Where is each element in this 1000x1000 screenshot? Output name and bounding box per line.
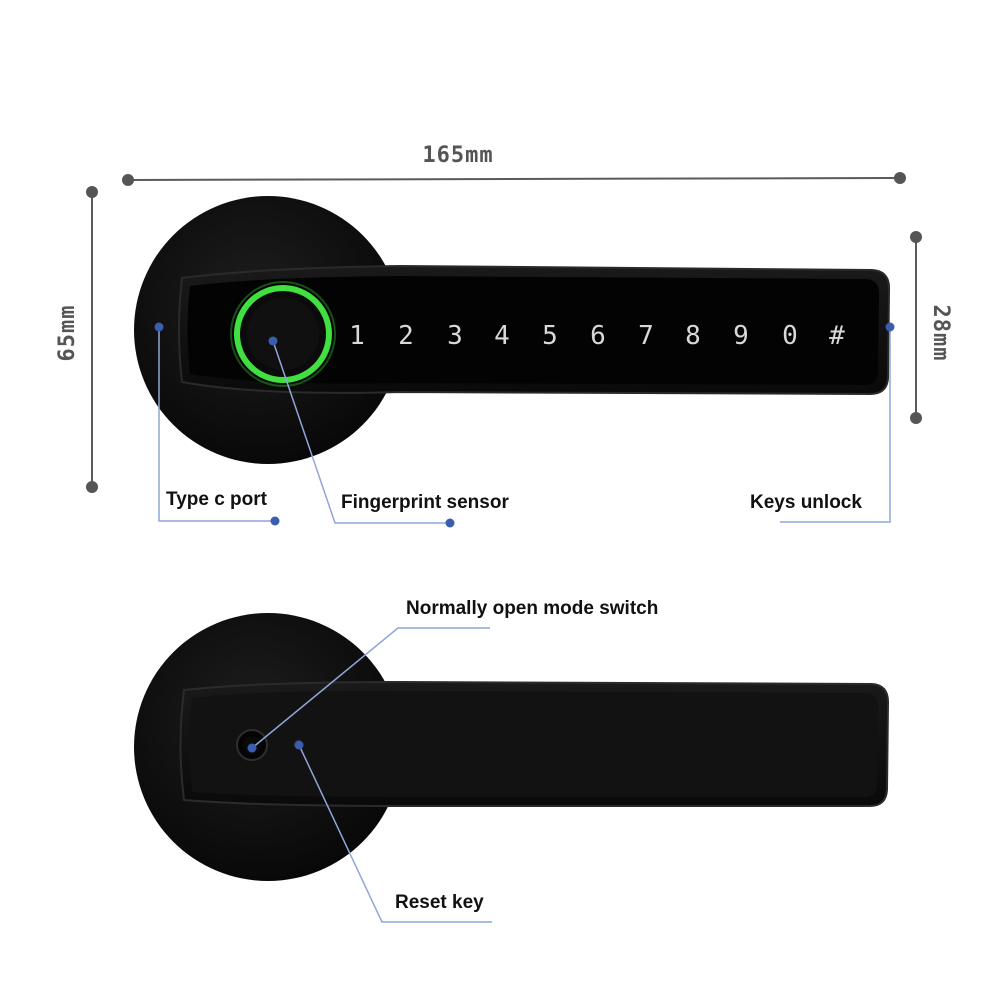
keys-unlock-label: Keys unlock	[750, 492, 862, 513]
key-5[interactable]: 5	[542, 321, 558, 351]
keypad: 1 2 3 4 5 6 7 8 9 0 #	[349, 321, 845, 351]
reset-key-label: Reset key	[395, 892, 484, 913]
front-view-lock: 1 2 3 4 5 6 7 8 9 0 #	[134, 196, 891, 464]
handle-height-label: 28mm	[928, 305, 953, 362]
type-c-port-callout: Type c port	[154, 322, 280, 526]
rear-view-lock	[134, 613, 890, 881]
key-8[interactable]: 8	[685, 321, 701, 351]
handle-height-dimension: 28mm	[910, 231, 953, 424]
width-dimension: 165mm	[122, 143, 906, 186]
width-label: 165mm	[422, 143, 493, 168]
key-3[interactable]: 3	[447, 321, 463, 351]
height-dimension: 65mm	[55, 186, 98, 493]
reset-key-dot	[294, 740, 304, 750]
normally-open-switch-label: Normally open mode switch	[406, 598, 658, 619]
fingerprint-sensor[interactable]	[230, 281, 336, 387]
key-2[interactable]: 2	[398, 321, 414, 351]
reset-key-callout: Reset key	[294, 740, 492, 923]
keys-unlock-callout: Keys unlock	[750, 322, 895, 523]
key-6[interactable]: 6	[590, 321, 606, 351]
key-9[interactable]: 9	[733, 321, 749, 351]
height-label: 65mm	[55, 305, 80, 362]
keys-unlock-dot	[885, 322, 895, 332]
key-7[interactable]: 7	[638, 321, 654, 351]
fingerprint-icon	[247, 298, 319, 370]
key-0[interactable]: 0	[782, 321, 798, 351]
fingerprint-sensor-label: Fingerprint sensor	[341, 492, 509, 513]
type-c-port-dot	[154, 322, 164, 332]
switch-dot	[247, 743, 257, 753]
normally-open-switch-callout: Normally open mode switch	[247, 598, 658, 753]
key-1[interactable]: 1	[349, 321, 365, 351]
type-c-port-label: Type c port	[166, 489, 268, 510]
key-4[interactable]: 4	[494, 321, 510, 351]
fingerprint-dot	[268, 336, 278, 346]
fingerprint-sensor-callout: Fingerprint sensor	[268, 336, 509, 528]
key-hash[interactable]: #	[829, 321, 845, 351]
